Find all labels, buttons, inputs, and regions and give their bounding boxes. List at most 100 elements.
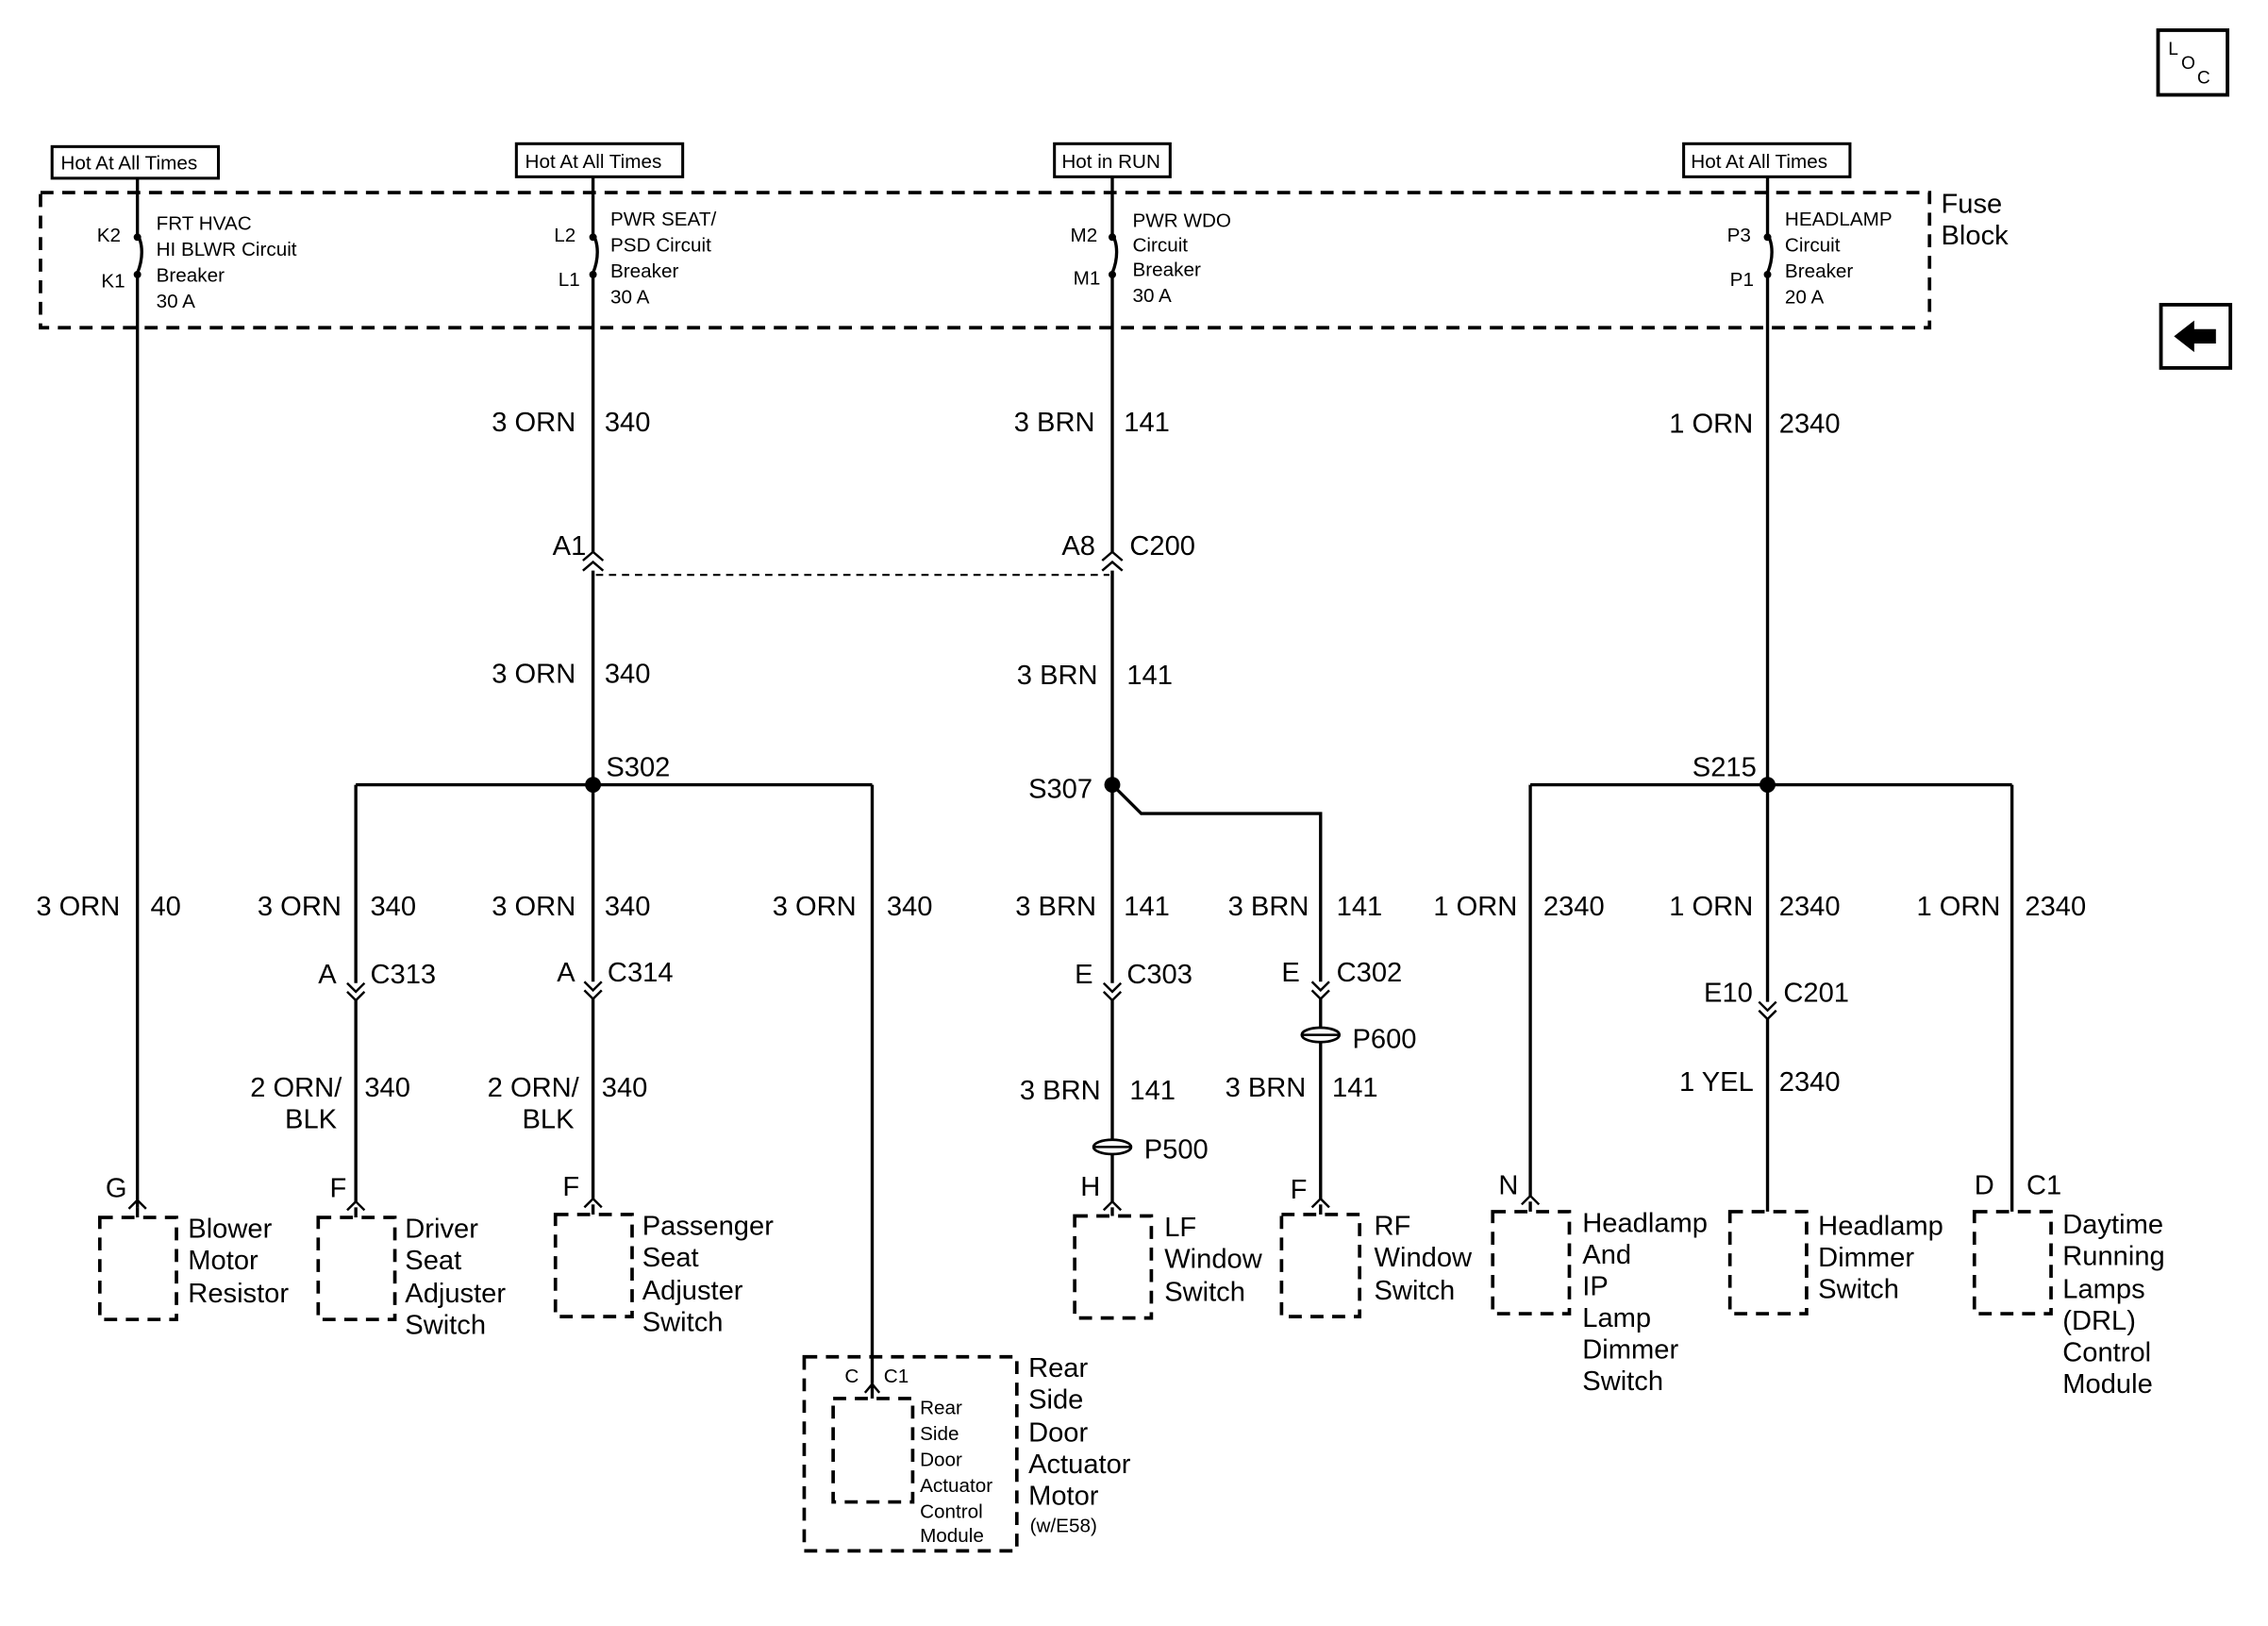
rear-door-name-5: Motor	[1028, 1482, 1099, 1512]
c313-name: C313	[370, 960, 436, 990]
c302-name: C302	[1337, 958, 1403, 988]
loc-button[interactable]: L O C	[2156, 28, 2229, 97]
wire-lf-color: 3 BRN	[1015, 892, 1096, 922]
passenger-seat-adjuster-switch: F Passenger Seat Adjuster Switch	[553, 1172, 774, 1337]
wire-141-num-upper: 141	[1124, 408, 1170, 438]
arrow-left-icon	[2174, 320, 2216, 353]
fuse-block-outline	[39, 191, 1932, 330]
connector-c314	[583, 981, 603, 1001]
hot-label-3: Hot in RUN	[1061, 151, 1160, 173]
rear-side-door-actuator-motor: C C1 Rear Side Door Actuator Control Mod…	[802, 1353, 1131, 1553]
wire-pass2-color-1: 2 ORN/	[488, 1073, 580, 1103]
drl-name-5: Control	[2062, 1337, 2151, 1367]
rear-door-name-3: Door	[1028, 1418, 1088, 1449]
rear-door-conn: C1	[884, 1366, 909, 1387]
wire-rf2-num: 141	[1332, 1073, 1378, 1103]
wire-hl3-color: 1 ORN	[1916, 892, 2000, 922]
rear-door-inner-2: Side	[920, 1423, 959, 1445]
breaker-desc-4-1: HEADLAMP	[1785, 209, 1893, 230]
blower-motor-resistor: G Blower Motor Resistor	[97, 1174, 289, 1321]
wire-340-color-upper: 3 ORN	[492, 408, 575, 438]
breaker-desc-1-2: HI BLWR Circuit	[157, 239, 297, 260]
wire-rf-color: 3 BRN	[1228, 892, 1309, 922]
wire-40-color: 3 ORN	[36, 892, 120, 922]
rear-door-name-1: Rear	[1028, 1353, 1088, 1383]
wire-driver2-color-1: 2 ORN/	[250, 1073, 342, 1103]
connector-c201	[1758, 1000, 1777, 1021]
driver-seat-adjuster-switch: F Driver Seat Adjuster Switch	[316, 1174, 506, 1340]
feed-blower: Hot At All Times K2 K1 FRT HVAC HI BLWR …	[50, 144, 297, 312]
breaker-desc-3-1: PWR WDO	[1132, 210, 1231, 232]
driver-seat-name-2: Seat	[405, 1246, 461, 1276]
pin-k2: K2	[97, 225, 121, 246]
splice-s215-label: S215	[1693, 753, 1757, 783]
c302-pin: E	[1281, 958, 1299, 988]
rf-window-pin: F	[1291, 1175, 1308, 1205]
feed-power-seat: Hot At All Times L2 L1 PWR SEAT/ PSD Cir…	[514, 142, 716, 308]
breaker-desc-2-2: PSD Circuit	[610, 235, 711, 257]
lf-window-switch: H LF Window Switch	[1073, 1172, 1263, 1320]
c314-name: C314	[608, 958, 674, 988]
connector-c200-a1	[582, 550, 605, 572]
rf-window-name-3: Switch	[1375, 1276, 1456, 1306]
rf-window-switch: F RF Window Switch	[1279, 1175, 1473, 1318]
wire-lf2-num: 141	[1129, 1076, 1176, 1106]
blower-name-2: Motor	[188, 1246, 258, 1276]
lf-window-name-3: Switch	[1164, 1277, 1245, 1307]
drl-control-module: D C1 Daytime Running Lamps (DRL) Control…	[1972, 1171, 2165, 1400]
wire-rear-color: 3 ORN	[773, 892, 857, 922]
feed-headlamp: Hot At All Times P3 P1 HEADLAMP Circuit …	[1682, 142, 1893, 308]
p500-label: P500	[1144, 1135, 1209, 1165]
back-button[interactable]	[2159, 302, 2233, 370]
breaker-desc-1-4: 30 A	[157, 291, 196, 312]
pass-seat-name-2: Seat	[642, 1243, 699, 1273]
driver-seat-name-1: Driver	[405, 1214, 478, 1244]
drl-name-4: (DRL)	[2062, 1306, 2136, 1336]
pin-p3: P3	[1727, 225, 1751, 246]
lf-window-name-2: Window	[1164, 1244, 1263, 1274]
connector-c313	[346, 981, 366, 1002]
wire-hl1-color: 1 ORN	[1433, 892, 1517, 922]
headlamp-dimmer-switch: Headlamp Dimmer Switch	[1727, 1210, 1943, 1316]
fuse-block-label-1: Fuse	[1942, 189, 2003, 219]
pass-seat-name-4: Switch	[642, 1307, 724, 1337]
drl-name-3: Lamps	[2062, 1274, 2144, 1304]
breaker-desc-1-3: Breaker	[157, 265, 225, 287]
breaker-desc-4-2: Circuit	[1785, 235, 1841, 257]
loc-letter-o: O	[2181, 54, 2195, 74]
hl-ip-name-1: Headlamp	[1582, 1208, 1708, 1238]
wire-hl3-num: 2340	[2025, 892, 2086, 922]
wire-141-color-upper: 3 BRN	[1014, 408, 1095, 438]
breaker-desc-4-3: Breaker	[1785, 260, 1854, 282]
wire-pass2-num: 340	[602, 1073, 648, 1103]
wire-hl1-num: 2340	[1543, 892, 1605, 922]
splice-s302-label: S302	[606, 753, 670, 783]
loc-letter-l: L	[2168, 40, 2178, 59]
lf-window-pin: H	[1080, 1172, 1100, 1202]
breaker-desc-2-4: 30 A	[610, 286, 650, 308]
wire-pass2-color-2: BLK	[522, 1105, 575, 1135]
feed-power-window: Hot in RUN M2 M1 PWR WDO Circuit Breaker…	[1053, 142, 1231, 307]
blower-name-3: Resistor	[188, 1279, 289, 1309]
wire-rf-num: 141	[1337, 892, 1383, 922]
drl-name-6: Module	[2062, 1369, 2152, 1400]
rear-door-inner-1: Rear	[920, 1398, 962, 1419]
drl-name-1: Daytime	[2062, 1210, 2163, 1240]
c200-name: C200	[1129, 531, 1195, 562]
pin-m2: M2	[1071, 225, 1098, 246]
wire-hl2b-color: 1 YEL	[1679, 1067, 1754, 1098]
rear-door-inner-4: Actuator	[920, 1475, 992, 1497]
fuse-block-label-2: Block	[1942, 221, 2010, 251]
hl-ip-name-5: Dimmer	[1582, 1334, 1678, 1365]
c303-pin: E	[1075, 960, 1092, 990]
breaker-desc-3-4: 30 A	[1132, 285, 1172, 307]
c314-pin: A	[557, 958, 575, 988]
splice-s307-label: S307	[1028, 774, 1092, 804]
hl-dimmer-name-2: Dimmer	[1818, 1243, 1914, 1273]
driver-seat-name-4: Switch	[405, 1310, 486, 1340]
wire-40-num: 40	[150, 892, 180, 922]
wire-rf2-color: 3 BRN	[1226, 1073, 1307, 1103]
hl-ip-name-2: And	[1582, 1240, 1631, 1270]
